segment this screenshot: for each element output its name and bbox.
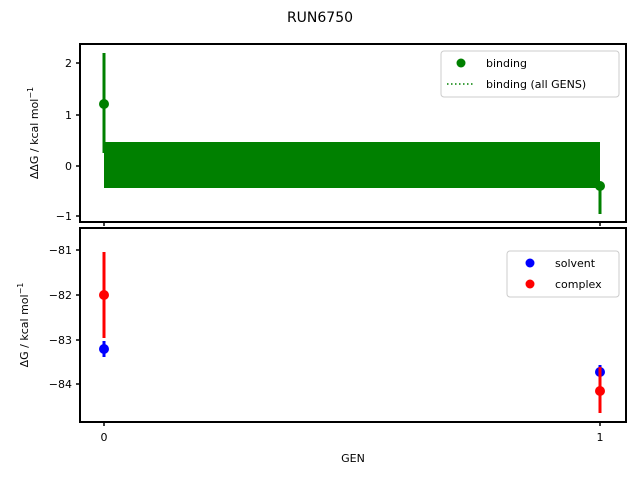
bottom-ytick-label: −82: [49, 289, 72, 302]
bottom-ytick-label: −84: [49, 378, 72, 391]
solvent-point-gen0: [99, 344, 109, 354]
figure-title: RUN6750: [287, 10, 353, 26]
legend-complex-label: complex: [555, 278, 602, 291]
top-ytick-label: −1: [56, 210, 72, 223]
legend-complex-marker-icon: [525, 279, 535, 289]
bottom-panel: −81 −82 −83 −84 0 1 GEN ΔG / kcal mol−1 …: [16, 227, 627, 465]
complex-point-gen0: [99, 290, 109, 300]
legend-binding-all-gens-label: binding (all GENS): [486, 78, 586, 91]
top-y-ticks: 2 1 0 −1: [56, 57, 80, 223]
bottom-xtick-label: 0: [101, 431, 108, 444]
legend-solvent-marker-icon: [525, 258, 535, 268]
bottom-axes-frame: [79, 227, 627, 423]
bottom-legend: solvent complex: [506, 250, 620, 298]
bottom-ytick-label: −81: [49, 244, 72, 257]
top-panel: 2 1 0 −1 ΔΔG / kcal mol−1 binding bindin…: [26, 43, 627, 226]
top-ytick-label: 1: [65, 109, 72, 122]
complex-point-gen1: [595, 386, 605, 396]
binding-all-gens-band: [104, 142, 600, 188]
top-y-axis-label: ΔΔG / kcal mol−1: [26, 87, 41, 179]
binding-point-gen0: [99, 99, 109, 109]
legend-binding-label: binding: [486, 57, 527, 70]
bottom-y-axis-label: ΔG / kcal mol−1: [16, 283, 31, 368]
bottom-y-ticks: −81 −82 −83 −84: [49, 244, 80, 391]
binding-point-gen1: [595, 181, 605, 191]
top-legend: binding binding (all GENS): [440, 50, 620, 98]
bottom-xtick-label: 1: [597, 431, 604, 444]
bottom-ytick-label: −83: [49, 334, 72, 347]
top-axes-frame: [79, 43, 627, 223]
x-axis-label: GEN: [341, 452, 365, 465]
legend-solvent-label: solvent: [555, 257, 596, 270]
legend-binding-marker-icon: [456, 58, 466, 68]
top-ytick-label: 2: [65, 57, 72, 70]
top-ytick-label: 0: [65, 160, 72, 173]
